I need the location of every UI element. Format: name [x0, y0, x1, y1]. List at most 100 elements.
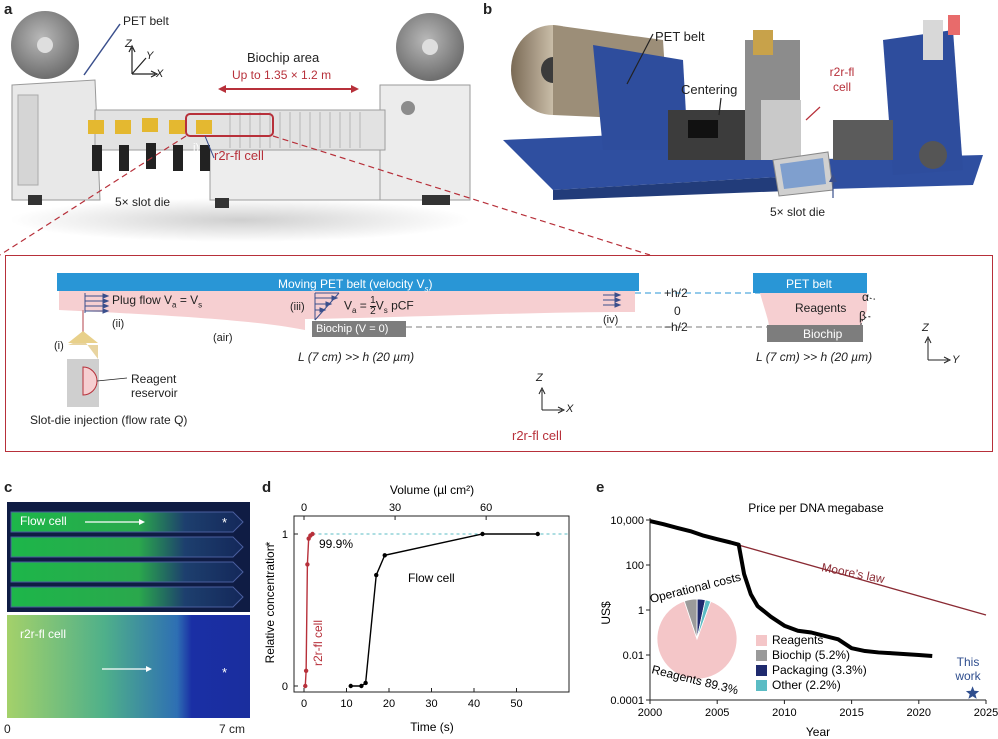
panel-b-pet-belt-label: PET belt — [655, 29, 705, 44]
chart-e-legend-label: Reagents — [772, 633, 823, 647]
chart-d-point — [305, 562, 310, 567]
panel-b-r2r-cell-label: r2r-fl cell — [829, 65, 855, 94]
right-axis-y: Y — [952, 354, 960, 366]
chart-e-xtick-label: 2005 — [705, 707, 729, 719]
chart-d-point — [359, 683, 364, 689]
schematic-connectors — [0, 135, 651, 256]
schematic-frame — [5, 255, 993, 452]
chart-e-xlabel: Year — [806, 725, 830, 739]
moving-pet-belt-label: Moving PET belt (velocity Vs) — [278, 277, 433, 294]
chart-e-moore-label: Moore’s law — [820, 560, 886, 586]
flow-cell-image-label: Flow cell — [20, 514, 67, 528]
chart-e-title: Price per DNA megabase — [748, 501, 884, 515]
chart-d-flow-cell-label: Flow cell — [408, 571, 455, 585]
moving-pet-belt — [57, 273, 639, 291]
right-reagents-label: Reagents — [795, 301, 847, 315]
schematic-r2r-cell-label: r2r-fl cell — [512, 428, 562, 443]
panel-c-images — [7, 502, 250, 718]
chart-e-xtick-label: 2025 — [974, 707, 998, 719]
r2r-cell-image-label: r2r-fl cell — [20, 627, 67, 641]
beta-angle-label: β — [859, 309, 866, 323]
reagent-reservoir-label-1: Reagent — [131, 372, 177, 386]
panel-a-marker-i: i) — [193, 142, 200, 154]
center-axis-z: Z — [536, 372, 543, 384]
r2r-cell-highlight — [185, 113, 274, 137]
chart-d-x2tick-label: 0 — [301, 502, 307, 514]
panel-a-axes — [128, 44, 159, 78]
center-axis-x: X — [566, 403, 574, 415]
chart-e-legend-label: Biochip (5.2%) — [772, 648, 850, 662]
panel-letter-a: a — [4, 1, 13, 18]
chart-d-x2tick-label: 60 — [480, 502, 492, 514]
chart-e-this-work-1: This — [957, 655, 980, 669]
chart-d-xlabel: Time (s) — [410, 720, 454, 734]
scale-seven-cm: 7 cm — [219, 722, 246, 736]
chart-d-point — [310, 531, 315, 537]
air-label: (air) — [213, 332, 233, 344]
panel-a-machine-illustration — [10, 11, 471, 242]
chart-e-xtick-label: 2000 — [638, 707, 662, 719]
r2r-cell-star: * — [222, 665, 228, 680]
chart-e-ylabel: US$ — [599, 601, 613, 625]
chart-d-xtick-label: 0 — [301, 698, 307, 710]
flow-cell-star: * — [222, 515, 228, 530]
r2r-cell-image — [7, 615, 250, 718]
right-pet-belt — [753, 273, 867, 293]
panel-a-axis-z: Z — [125, 38, 132, 50]
minus-h2-label: −h/2 — [664, 320, 688, 334]
panel-b-machine-illustration — [503, 15, 983, 200]
panel-letter-d: d — [262, 479, 272, 496]
chart-d-xtick-label: 20 — [383, 698, 395, 710]
right-biochip — [767, 325, 863, 342]
chart-d-point — [363, 680, 368, 686]
chart-d-ytick-label: 0 — [282, 681, 288, 693]
plug-flow-label: Plug flow Va = Vs — [112, 293, 203, 310]
length-height-label: L (7 cm) >> h (20 µm) — [298, 350, 415, 364]
marker-iii: (iii) — [290, 301, 305, 313]
plus-h2-label: +h/2 — [664, 286, 688, 300]
chart-d-ytick-label: 1 — [282, 529, 288, 541]
chart-d-point — [303, 668, 309, 673]
chart-e-ytick-label: 0.0001 — [610, 695, 644, 707]
chart-d-annotation: 99.9% — [319, 537, 353, 551]
chart-d-point — [348, 683, 353, 689]
chart-e-this-work-star — [965, 686, 980, 699]
biochip-block — [312, 321, 406, 337]
chart-d-point — [374, 572, 379, 578]
chart-d-series-line — [350, 533, 538, 687]
right-biochip-label: Biochip — [803, 327, 843, 341]
reagent-reservoir-label-2: reservoir — [131, 386, 178, 400]
chart-e-xtick-label: 2010 — [772, 707, 796, 719]
chart-e-ytick-label: 1 — [638, 605, 644, 617]
biochip-size-label: Up to 1.35 × 1.2 m — [232, 68, 332, 82]
panel-a-axis-x: X — [156, 68, 164, 80]
chart-d-point — [480, 531, 485, 537]
right-reagents — [760, 293, 867, 327]
slot-die-injection-label: Slot-die injection (flow rate Q) — [30, 413, 188, 427]
chart-d-xtick-label: 10 — [340, 698, 352, 710]
panel-a-pet-belt-label: PET belt — [123, 14, 169, 28]
chart-e-xtick-label: 2015 — [839, 707, 863, 719]
chart-d-ylabel: Relative concentration — [263, 545, 277, 664]
chart-e-ytick-label: 100 — [626, 560, 644, 572]
chart-e-pie-slice — [656, 600, 738, 680]
chart-d-xtick-label: 30 — [425, 698, 437, 710]
biochip-v0-label: Biochip (V = 0) — [316, 323, 389, 335]
panel-a-slot-die-label: 5× slot die — [115, 195, 171, 209]
marker-ii: (ii) — [112, 318, 125, 330]
chart-e-legend-swatch — [756, 635, 767, 646]
biochip-area-label: Biochip area — [247, 50, 320, 65]
chart-e-legend-swatch — [756, 680, 767, 691]
panel-b-slot-die-label: 5× slot die — [770, 205, 826, 219]
chart-d-point — [535, 531, 540, 537]
chart-d-point — [303, 683, 308, 689]
zero-level-label: 0 — [674, 304, 681, 318]
panel-letter-c: c — [4, 479, 13, 496]
chart-e-legend-label: Packaging (3.3%) — [772, 663, 867, 677]
chart-e-legend-swatch — [756, 650, 767, 661]
slot-die-array — [88, 118, 212, 171]
chart-d-x2tick-label: 30 — [389, 502, 401, 514]
